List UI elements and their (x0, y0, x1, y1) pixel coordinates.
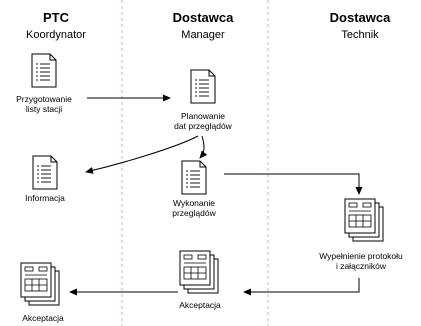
label-protocol: Wypełnienie protokołu i załączników (319, 251, 403, 271)
column-org: PTC (43, 10, 69, 25)
plan-document-icon (190, 69, 216, 104)
label-plan: Planowanie dat przeglądów (174, 111, 232, 131)
arrow-exec-to-protocol (224, 173, 363, 195)
column-role: Technik (341, 29, 379, 41)
prep-document-icon (31, 53, 57, 88)
label-accept-manager: Akceptacja (179, 300, 221, 310)
column-header-ptc: PTC Koordynator (0, 10, 116, 42)
arrow-plan-to-exec (199, 135, 208, 159)
accept-ptc-stack-icon (21, 263, 59, 305)
column-org: Dostawca (329, 10, 391, 25)
label-info: Informacja (25, 193, 65, 203)
protocol-stack-icon (345, 199, 383, 241)
column-header-manager: Dostawca Manager (143, 10, 263, 42)
column-role: Koordynator (26, 29, 86, 41)
column-header-technician: Dostawca Technik (300, 10, 420, 42)
column-org: Dostawca (172, 10, 234, 25)
exec-document-icon (181, 160, 207, 195)
arrow-plan-to-info (85, 135, 199, 174)
label-accept-ptc: Akceptacja (22, 313, 64, 323)
info-document-icon (32, 155, 58, 190)
label-prep: Przygotowanie listy stacji (16, 94, 72, 114)
column-role: Manager (181, 29, 225, 41)
accept-manager-stack-icon (180, 251, 218, 293)
label-exec: Wykonanie przeglądów (172, 198, 216, 218)
arrow-protocol-to-accept (243, 278, 360, 296)
